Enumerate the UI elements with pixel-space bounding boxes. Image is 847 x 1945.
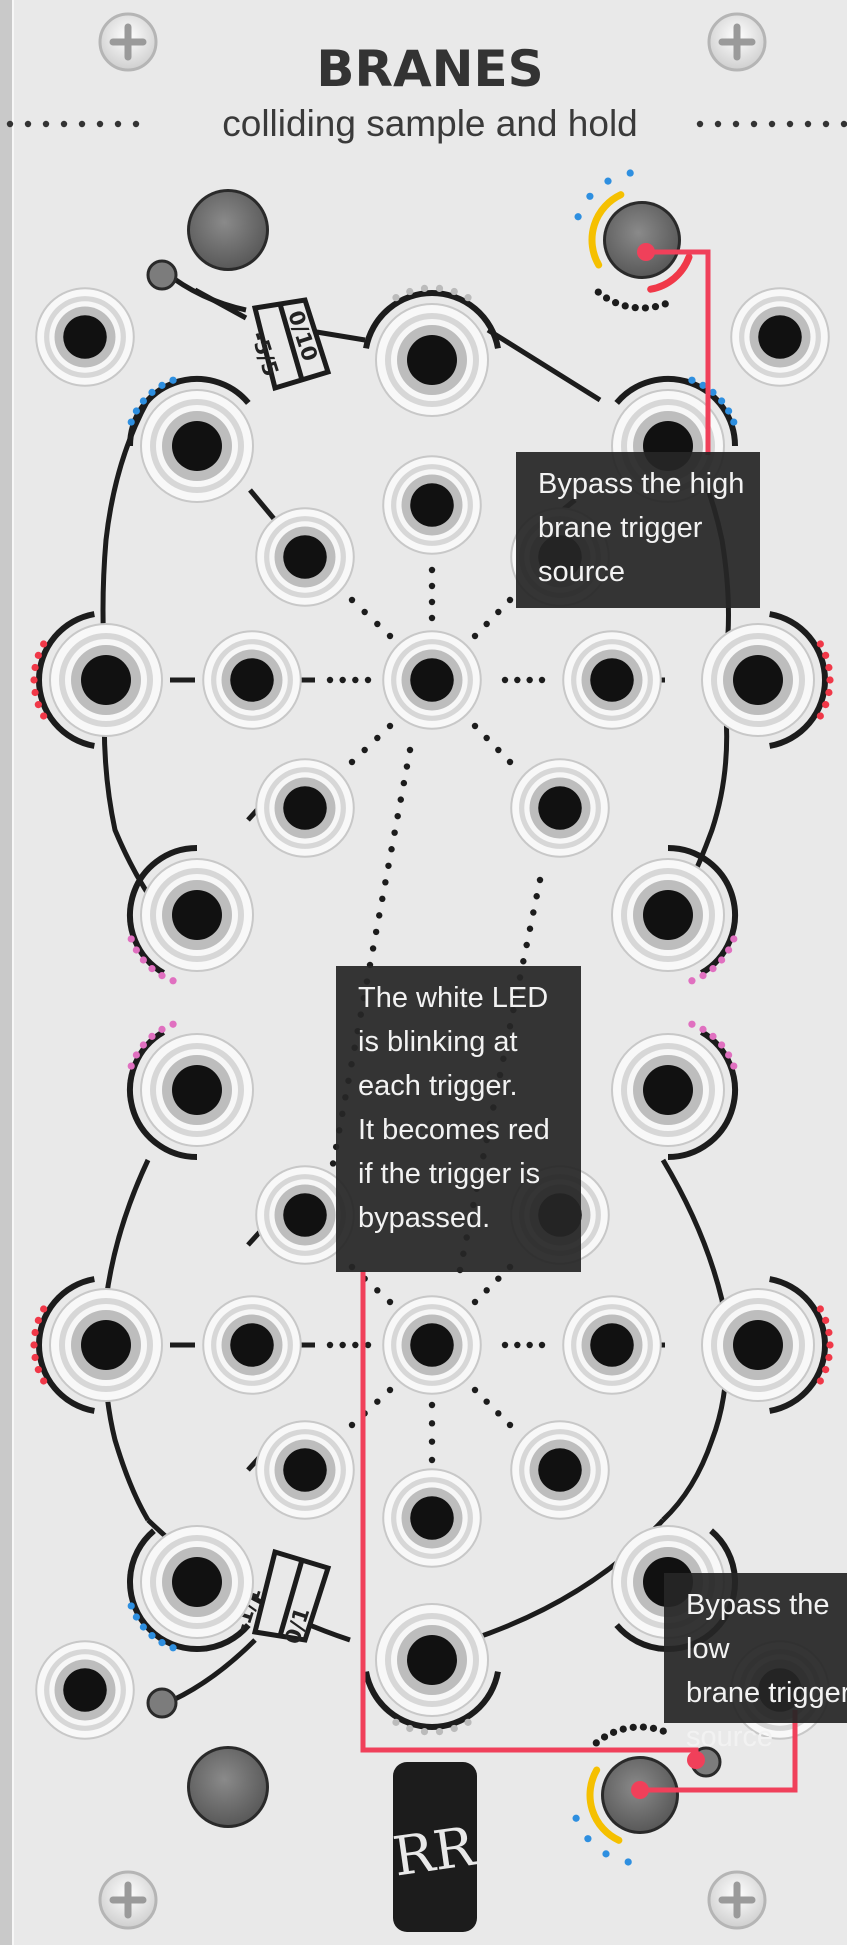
jack-high-2[interactable]: [49, 623, 163, 737]
pivot-knob-1[interactable]: [146, 1687, 178, 1719]
input-jack-top-right[interactable]: [730, 287, 830, 387]
screw-icon: [98, 1870, 158, 1930]
screw-icon: [707, 1870, 767, 1930]
module-title: BRANES: [316, 40, 543, 98]
jacks-layer: [35, 287, 830, 1740]
panel-left-edge: [0, 0, 12, 1945]
jack-low-3-in[interactable]: [255, 1165, 355, 1265]
tooltip-led-info: The white LED is blinking at each trigge…: [336, 966, 581, 1272]
jack-high-4[interactable]: [611, 858, 725, 972]
jack-bottom-center[interactable]: [375, 1603, 489, 1717]
jack-high-center[interactable]: [382, 630, 482, 730]
knob-bottom-left[interactable]: [187, 1746, 269, 1828]
jack-high-4-in[interactable]: [510, 758, 610, 858]
jack-low-center[interactable]: [382, 1295, 482, 1395]
jack-low-2[interactable]: [49, 1288, 163, 1402]
jack-top-center[interactable]: [375, 303, 489, 417]
jack-low-center-bottom[interactable]: [382, 1468, 482, 1568]
jack-high-5[interactable]: [701, 623, 815, 737]
jack-high-2-in[interactable]: [255, 507, 355, 607]
knobs-layer: [146, 189, 722, 1844]
jack-low-2-out[interactable]: [202, 1295, 302, 1395]
jack-low-5-in[interactable]: [510, 1420, 610, 1520]
screw-icon: [98, 12, 158, 72]
jack-low-1[interactable]: [140, 1525, 254, 1639]
jack-low-3[interactable]: [140, 1033, 254, 1147]
input-jack-top-left[interactable]: [35, 287, 135, 387]
knob-top-left[interactable]: [187, 189, 269, 271]
jack-low-5-out[interactable]: [562, 1295, 662, 1395]
annotation-points: [631, 243, 705, 1799]
jack-low-4[interactable]: [611, 1033, 725, 1147]
jack-low-5[interactable]: [701, 1288, 815, 1402]
jack-high-3-in[interactable]: [255, 758, 355, 858]
jack-high-2-out[interactable]: [202, 630, 302, 730]
jack-high-1[interactable]: [140, 389, 254, 503]
input-jack-bottom-left[interactable]: [35, 1640, 135, 1740]
maker-logo: RR: [389, 1762, 480, 1932]
range-switch-top[interactable]: -5/5 0/10: [246, 297, 332, 392]
jack-high-3[interactable]: [140, 858, 254, 972]
led-dots: [30, 169, 834, 1866]
logo-mark: RR: [389, 1815, 480, 1889]
jack-low-2-in[interactable]: [255, 1420, 355, 1520]
knob-high-trigger[interactable]: [603, 201, 681, 279]
tooltip-low-brane-bypass: Bypass the low brane trigger source: [664, 1573, 847, 1753]
screw-icon: [707, 12, 767, 72]
jack-high-5-out[interactable]: [562, 630, 662, 730]
subtitle-dots: [6, 120, 847, 128]
tooltip-high-brane-bypass: Bypass the high brane trigger source: [516, 452, 760, 608]
module-subtitle: colliding sample and hold: [222, 103, 638, 144]
jack-high-center-top[interactable]: [382, 455, 482, 555]
pivot-knob-0[interactable]: [146, 259, 178, 291]
screws-layer: [98, 12, 767, 1930]
